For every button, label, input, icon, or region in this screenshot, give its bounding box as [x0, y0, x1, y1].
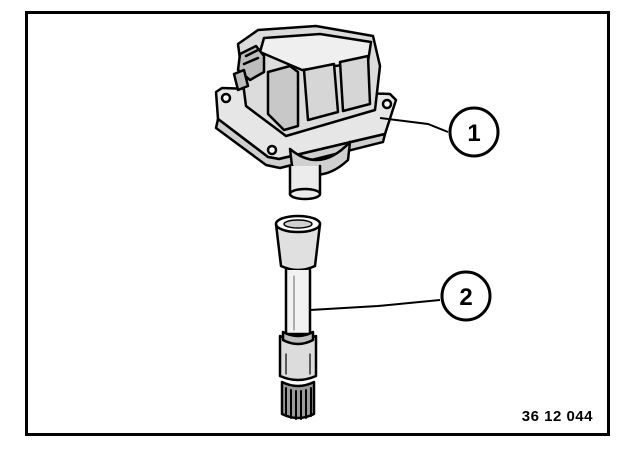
flange-hole [220, 92, 232, 104]
leader-line-1 [379, 117, 449, 133]
spark-plug-connector [274, 214, 322, 420]
callout-2: 2 [440, 270, 492, 322]
figure-code: 36 12 044 [521, 408, 593, 425]
ignition-coil [214, 24, 398, 201]
coil-side-lobe [338, 54, 372, 113]
figure-frame: 1 2 36 12 044 [25, 11, 610, 436]
connector-boot-opening [283, 219, 313, 229]
coil-output-tube-end [288, 187, 322, 201]
callout-circle-1 [448, 106, 500, 158]
callout-1: 1 [448, 106, 500, 158]
connector-detail [244, 48, 260, 58]
callout-circle-2 [440, 270, 492, 322]
connector-tube [284, 268, 312, 336]
callout-number-2: 2 [459, 284, 472, 311]
coil-flange-edge [214, 117, 387, 170]
sleeve-top-ring [281, 330, 315, 346]
callout-number-1: 1 [467, 120, 480, 147]
coil-side-lobe [302, 62, 340, 122]
flange-hole [266, 144, 278, 156]
connector-detail [242, 56, 260, 66]
leader-line-2 [309, 299, 441, 311]
diagram-canvas: 1 2 [214, 24, 500, 420]
coil-tab [232, 68, 250, 92]
flange-hole [381, 98, 393, 110]
coil-front-lobe [266, 64, 300, 132]
